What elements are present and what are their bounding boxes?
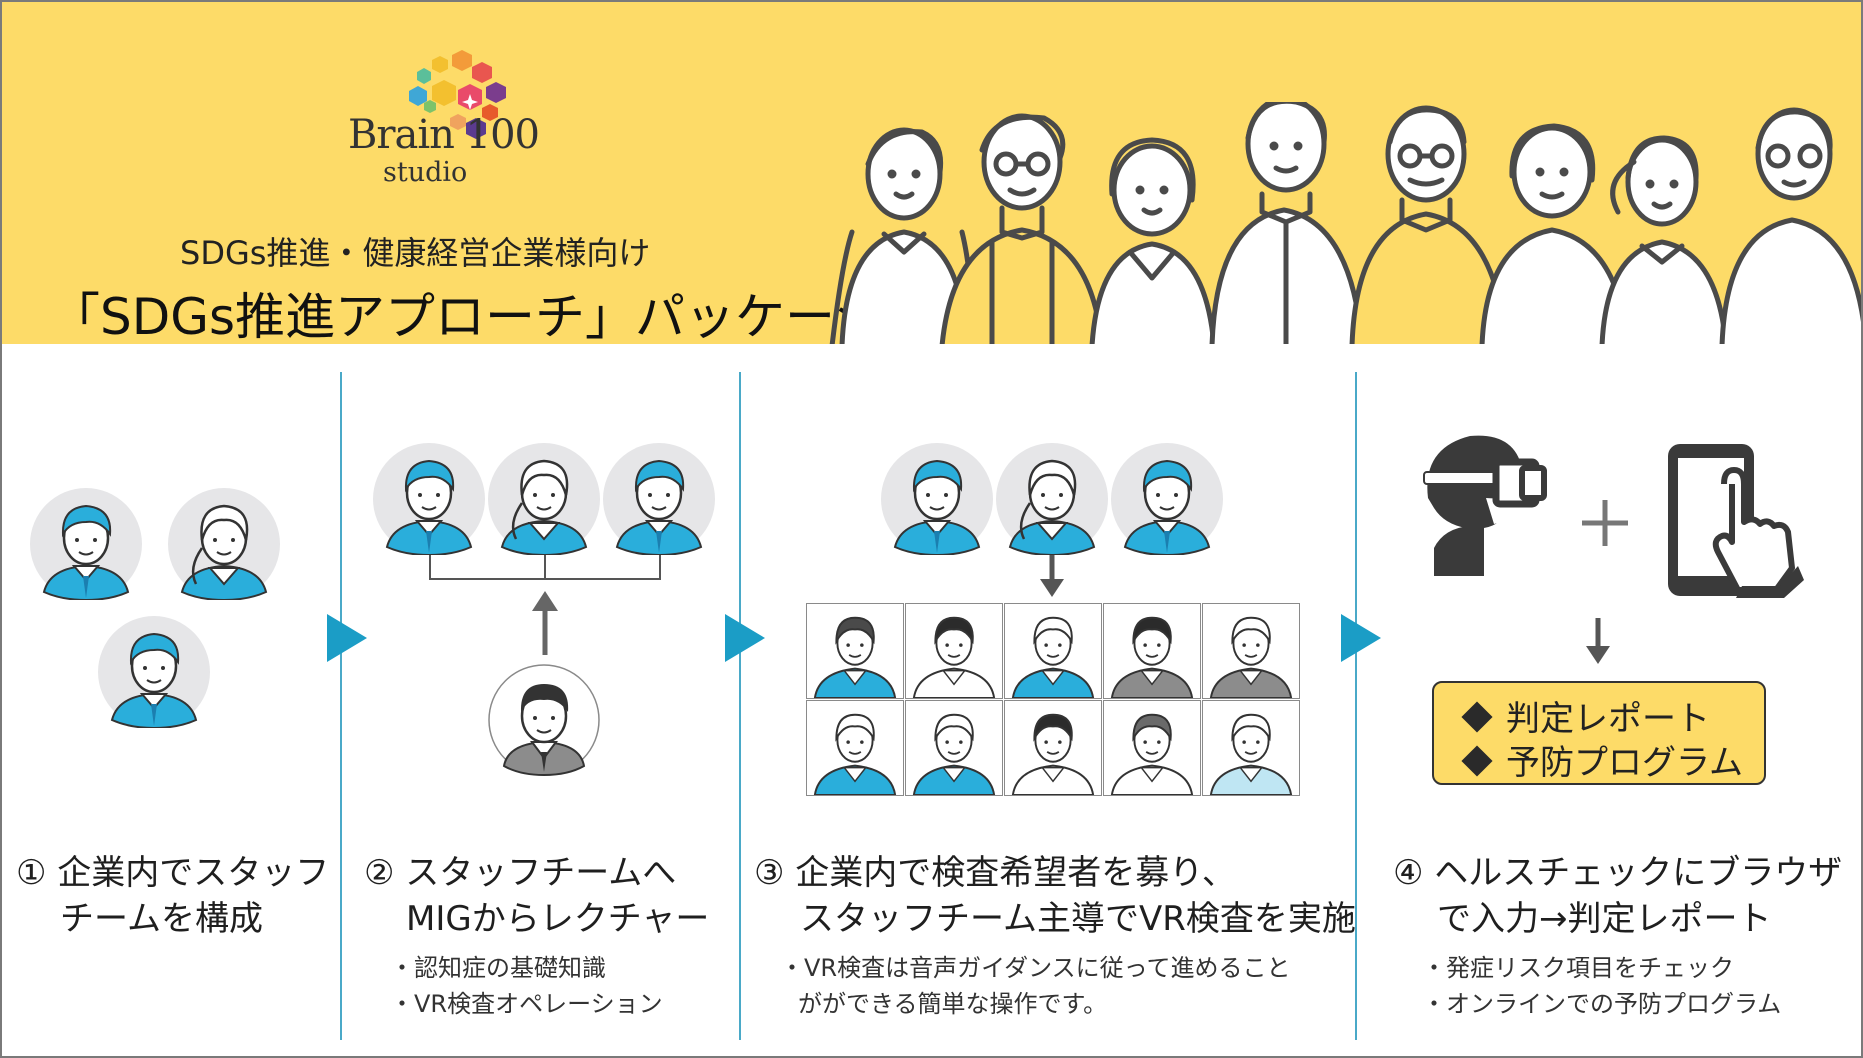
report-item-label: 予防プログラム — [1506, 743, 1743, 783]
bracket-connector — [429, 555, 661, 655]
staff-avatar-female-icon — [168, 488, 280, 600]
step-number: ④ — [1393, 853, 1424, 893]
page-subtitle: SDGs推進・健康経営企業様向け — [180, 234, 651, 272]
participant-tile — [905, 700, 1003, 796]
staff-avatar-icon — [1111, 443, 1223, 555]
staff-avatar-female-icon — [488, 443, 600, 555]
brain100-logo-icon — [409, 50, 506, 139]
note-item: ・オンラインでの予防プログラム — [1422, 990, 1782, 1018]
staff-avatar-icon — [30, 488, 142, 600]
staff-avatar-icon — [373, 443, 485, 555]
step-number: ③ — [754, 853, 785, 893]
step-number: ② — [364, 853, 395, 893]
participant-portrait-icon — [1110, 713, 1194, 796]
column-divider — [340, 372, 342, 1040]
step-3-notes: ・VR検査は音声ガイダンスに従って進めること がができる簡単な操作です。 — [780, 950, 1290, 1022]
smartphone-tap-icon — [1668, 444, 1804, 598]
diamond-bullet-icon — [1461, 745, 1493, 777]
note-item: ・VR検査は音声ガイダンスに従って進めること — [780, 954, 1291, 982]
plus-icon — [1582, 500, 1628, 546]
diamond-bullet-icon — [1461, 701, 1493, 733]
participant-tile — [806, 700, 904, 796]
column-divider — [1355, 372, 1357, 1040]
arrow-down-icon — [1040, 555, 1064, 597]
arrow-down-icon — [1586, 618, 1610, 664]
step-4-title: ④ ヘルスチェックにブラウザ で入力→判定レポート — [1393, 850, 1842, 942]
play-arrow-icon — [725, 614, 765, 662]
report-item-label: 判定レポート — [1506, 699, 1710, 739]
play-arrow-icon — [1341, 614, 1381, 662]
lecturer-avatar-icon — [488, 664, 600, 776]
column-divider — [739, 372, 741, 1040]
participant-tile — [1202, 700, 1300, 796]
participant-portrait-icon — [1209, 616, 1293, 699]
staff-avatar-female-icon — [996, 443, 1108, 555]
step-1-title: ① 企業内でスタッフ チームを構成 — [16, 850, 329, 942]
header-banner: Brain 100 studio SDGs推進・健康経営企業様向け 「SDGs推… — [2, 2, 1861, 344]
step-number: ① — [16, 853, 47, 893]
step-3-title: ③ 企業内で検査希望者を募り、 スタッフチーム主導でVR検査を実施 — [754, 850, 1356, 942]
step-line: MIGからレクチャー — [406, 899, 710, 939]
step-line: チームを構成 — [60, 899, 263, 939]
participant-portrait-icon — [813, 616, 897, 699]
note-item: ・VR検査オペレーション — [390, 990, 663, 1018]
step-line: 企業内でスタッフ — [57, 853, 330, 893]
crowd-illustration — [829, 102, 1861, 344]
staff-avatar-icon — [603, 443, 715, 555]
participant-tile — [905, 603, 1003, 699]
report-item: 予防プログラム — [1461, 735, 1743, 784]
vr-headset-person-icon — [1423, 435, 1547, 576]
participant-tile — [1103, 603, 1201, 699]
participant-portrait-icon — [1209, 713, 1293, 796]
step-line: 企業内で検査希望者を募り、 — [795, 853, 1236, 893]
step-2-title: ② スタッフチームへ MIGからレクチャー — [364, 850, 709, 942]
logo-wordmark: Brain 100 — [348, 112, 540, 158]
participant-tile — [1103, 700, 1201, 796]
participant-portrait-icon — [1011, 616, 1095, 699]
step-line: スタッフチームへ — [405, 853, 677, 893]
step-line: スタッフチーム主導でVR検査を実施 — [800, 899, 1356, 939]
staff-avatar-icon — [98, 616, 210, 728]
participant-portrait-icon — [912, 616, 996, 699]
note-item: ・発症リスク項目をチェック — [1422, 954, 1734, 982]
staff-avatar-icon — [881, 443, 993, 555]
play-arrow-icon — [327, 614, 367, 662]
step-2-notes: ・認知症の基礎知識 ・VR検査オペレーション — [390, 950, 663, 1022]
report-item: 判定レポート — [1461, 691, 1710, 740]
participant-tile — [1004, 603, 1102, 699]
note-item: ・認知症の基礎知識 — [390, 954, 606, 982]
participant-tile — [806, 603, 904, 699]
step-line: ヘルスチェックにブラウザ — [1434, 853, 1843, 893]
logo-subword: studio — [383, 157, 468, 188]
participant-tile — [1004, 700, 1102, 796]
page-title: 「SDGs推進アプローチ」パッケージ — [50, 288, 885, 344]
participant-portrait-icon — [912, 713, 996, 796]
report-box: 判定レポート 予防プログラム — [1432, 681, 1766, 785]
participant-tile — [1202, 603, 1300, 699]
step-line: で入力→判定レポート — [1437, 899, 1772, 939]
note-item: がができる簡単な操作です。 — [798, 990, 1108, 1018]
arrow-up-icon — [532, 591, 558, 611]
participant-portrait-icon — [1011, 713, 1095, 796]
participant-portrait-icon — [813, 713, 897, 796]
step-4-notes: ・発症リスク項目をチェック ・オンラインでの予防プログラム — [1422, 950, 1781, 1022]
participant-portrait-icon — [1110, 616, 1194, 699]
